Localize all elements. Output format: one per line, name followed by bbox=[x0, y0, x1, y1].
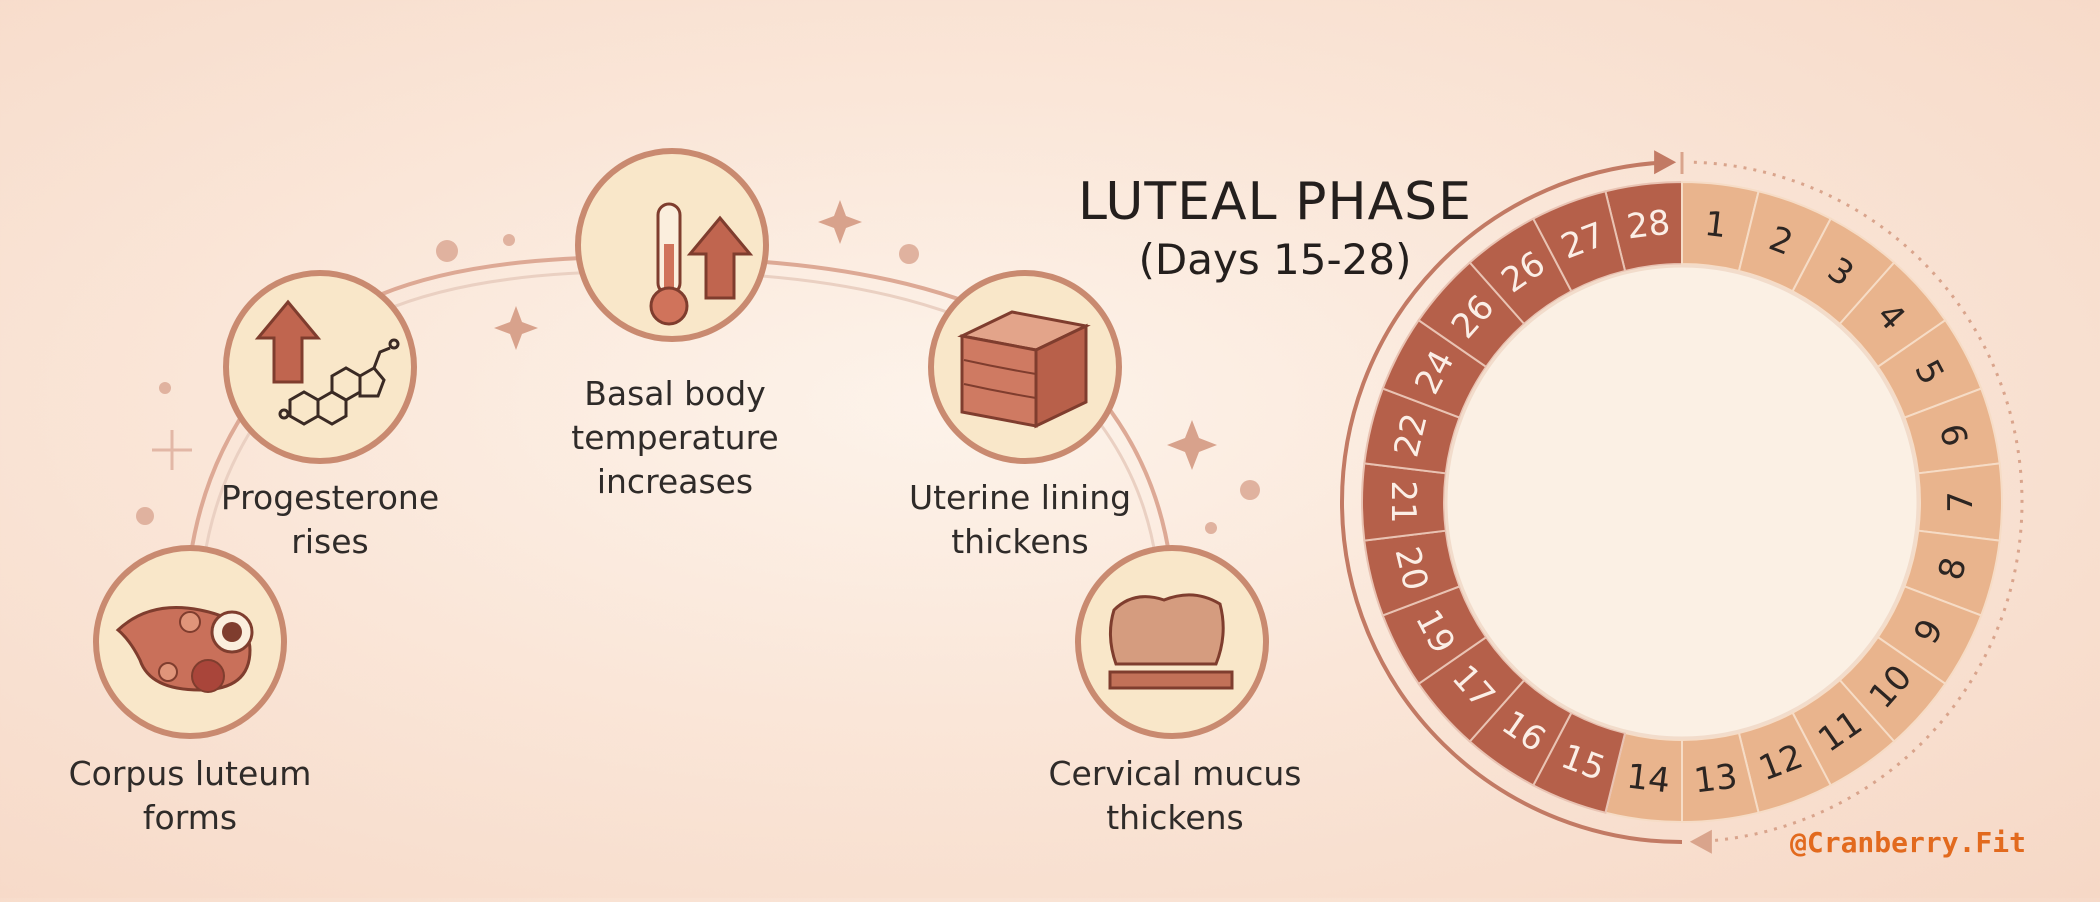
label-line: temperature bbox=[571, 418, 779, 457]
arrow-up-icon bbox=[686, 215, 754, 300]
label-uterine-lining: Uterine lining thickens bbox=[880, 476, 1160, 564]
basal-temperature-node bbox=[575, 148, 769, 342]
label-cervical-mucus: Cervical mucus thickens bbox=[1030, 752, 1320, 840]
arc-arrowhead-icon bbox=[1689, 829, 1712, 854]
day-label: 7 bbox=[1941, 491, 1981, 513]
cervical-mucus-node bbox=[1075, 545, 1269, 739]
uterine-lining-node bbox=[928, 270, 1122, 464]
luteal-progress-arc bbox=[1339, 160, 1683, 844]
brand-credit: @Cranberry.Fit bbox=[1790, 826, 2027, 859]
label-line: thickens bbox=[951, 522, 1089, 561]
label-line: Corpus luteum bbox=[68, 754, 312, 793]
progesterone-node bbox=[223, 270, 417, 464]
uterine-tissue-icon bbox=[957, 310, 1091, 429]
label-line: Progesterone bbox=[220, 478, 440, 517]
day-label: 13 bbox=[1692, 757, 1740, 802]
label-line: forms bbox=[142, 798, 238, 837]
corpus-luteum-node bbox=[93, 545, 287, 739]
label-progesterone: Progesterone rises bbox=[200, 476, 460, 564]
day-label: 1 bbox=[1702, 204, 1728, 246]
arc-arrowhead-icon bbox=[1654, 150, 1677, 175]
day-label: 14 bbox=[1624, 757, 1672, 802]
progesterone-molecule-icon bbox=[278, 338, 400, 426]
label-corpus-luteum: Corpus luteum forms bbox=[60, 752, 320, 840]
day-label: 28 bbox=[1624, 203, 1672, 248]
label-line: thickens bbox=[1106, 798, 1244, 837]
phase-title-main: LUTEAL PHASE bbox=[1077, 172, 1473, 232]
day-segment bbox=[1531, 190, 1627, 293]
label-line: rises bbox=[291, 522, 369, 561]
arrow-up-icon bbox=[254, 299, 322, 384]
label-line: increases bbox=[596, 462, 754, 501]
ovary-icon bbox=[115, 606, 254, 693]
wheel-center bbox=[1444, 264, 1920, 740]
phase-title-days: (Days 15-28) bbox=[1138, 235, 1412, 284]
label-line: Uterine lining bbox=[908, 478, 1132, 517]
decorative-sparkles bbox=[136, 200, 1260, 534]
cervical-mucus-icon bbox=[1108, 593, 1234, 690]
thermometer-icon bbox=[649, 202, 689, 326]
phase-title: LUTEAL PHASE (Days 15-28) bbox=[1060, 170, 1490, 286]
day-label: 21 bbox=[1383, 480, 1423, 523]
follicular-progress-arc bbox=[1693, 160, 2024, 844]
label-line: Cervical mucus bbox=[1048, 754, 1302, 793]
label-line: Basal body bbox=[584, 374, 766, 413]
label-basal-temperature: Basal body temperature increases bbox=[540, 372, 810, 504]
